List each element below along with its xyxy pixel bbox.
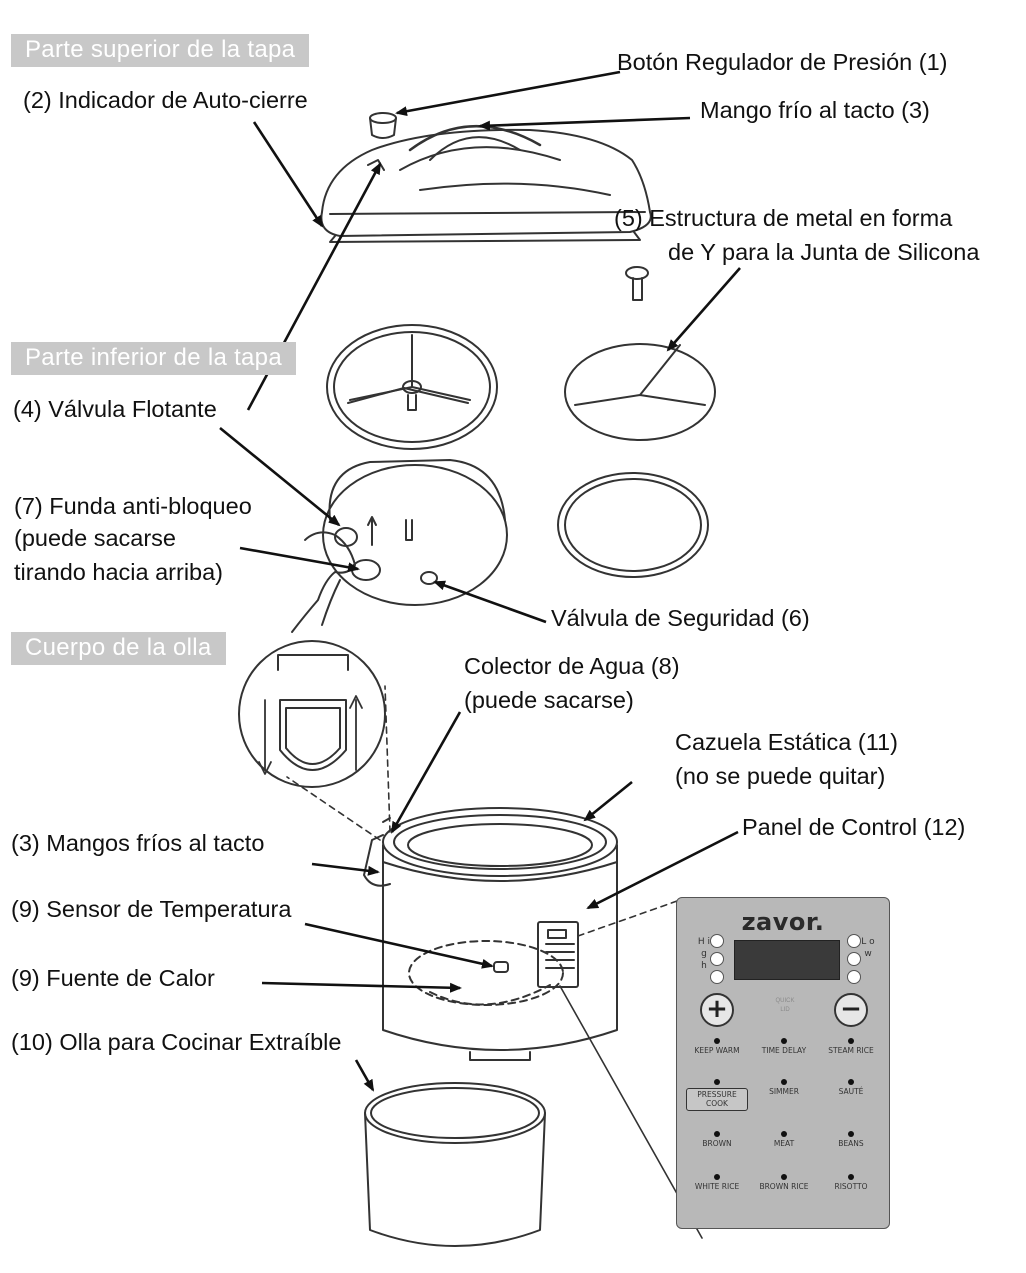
label-water-collector-line1: Colector de Agua (8) <box>464 652 680 681</box>
label-y-frame-line2: de Y para la Junta de Silicona <box>668 238 979 267</box>
time-delay-button[interactable]: TIME DELAY <box>753 1038 815 1056</box>
plus-button[interactable]: + <box>700 993 734 1027</box>
label-control-panel: Panel de Control (12) <box>742 813 965 842</box>
low-leds <box>847 934 861 988</box>
lid-top-illustration <box>321 113 650 300</box>
led-indicator <box>710 970 724 984</box>
steam-rice-button[interactable]: STEAM RICE <box>820 1038 882 1056</box>
meat-button[interactable]: MEAT <box>753 1131 815 1149</box>
led-indicator <box>847 970 861 984</box>
cooker-body-illustration <box>287 686 702 1238</box>
section-tab-cooker-body: Cuerpo de la olla <box>11 632 226 665</box>
label-heat-source: (9) Fuente de Calor <box>11 964 215 993</box>
label-cool-handles: (3) Mangos fríos al tacto <box>11 829 264 858</box>
led-indicator <box>847 952 861 966</box>
led-indicator <box>710 952 724 966</box>
label-anti-block-line3: tirando hacia arriba) <box>14 558 223 587</box>
section-tab-lid-top: Parte superior de la tapa <box>11 34 309 67</box>
simmer-button[interactable]: SIMMER <box>753 1079 815 1097</box>
led-indicator <box>847 934 861 948</box>
label-cool-handle: Mango frío al tacto (3) <box>700 96 930 125</box>
lid-underside-illustration <box>292 325 715 632</box>
saute-button[interactable]: SAUTÉ <box>820 1079 882 1097</box>
pressure-cook-button[interactable]: PRESSURE COOK <box>686 1079 748 1111</box>
low-label: L o w <box>861 936 875 960</box>
center-label-top: QUICK <box>775 998 794 1004</box>
label-water-collector-line2: (puede sacarse) <box>464 686 634 715</box>
center-label: QUICK LID <box>765 997 805 1015</box>
label-anti-block-line1: (7) Funda anti-bloqueo <box>14 492 252 521</box>
brand-logo: zavor. <box>677 908 889 936</box>
label-y-frame-line1: (5) Estructura de metal en forma <box>614 204 952 233</box>
control-panel: zavor. H i g h L o w + QUICK LID − KEEP … <box>676 897 890 1229</box>
brown-rice-button[interactable]: BROWN RICE <box>753 1174 815 1192</box>
high-label: H i g h <box>697 936 711 972</box>
minus-button[interactable]: − <box>834 993 868 1027</box>
label-temperature-sensor: (9) Sensor de Temperatura <box>11 895 291 924</box>
label-float-valve: (4) Válvula Flotante <box>13 395 217 424</box>
center-label-bottom: LID <box>780 1007 789 1013</box>
led-indicator <box>710 934 724 948</box>
removable-pot-illustration <box>365 1083 545 1246</box>
label-static-pot-line2: (no se puede quitar) <box>675 762 885 791</box>
risotto-button[interactable]: RISOTTO <box>820 1174 882 1192</box>
high-leds <box>710 934 724 988</box>
digital-display <box>734 940 840 980</box>
brown-button[interactable]: BROWN <box>686 1131 748 1149</box>
label-safety-valve: Válvula de Seguridad (6) <box>551 604 810 633</box>
label-auto-lock-indicator: (2) Indicador de Auto-cierre <box>23 86 308 115</box>
label-pressure-regulator: Botón Regulador de Presión (1) <box>617 48 948 77</box>
keep-warm-button[interactable]: KEEP WARM <box>686 1038 748 1056</box>
label-anti-block-line2: (puede sacarse <box>14 524 176 553</box>
white-rice-button[interactable]: WHITE RICE <box>686 1174 748 1192</box>
beans-button[interactable]: BEANS <box>820 1131 882 1149</box>
label-removable-pot: (10) Olla para Cocinar Extraíble <box>11 1028 341 1057</box>
water-collector-zoom <box>239 641 385 787</box>
label-static-pot-line1: Cazuela Estática (11) <box>675 728 898 757</box>
section-tab-lid-bottom: Parte inferior de la tapa <box>11 342 296 375</box>
